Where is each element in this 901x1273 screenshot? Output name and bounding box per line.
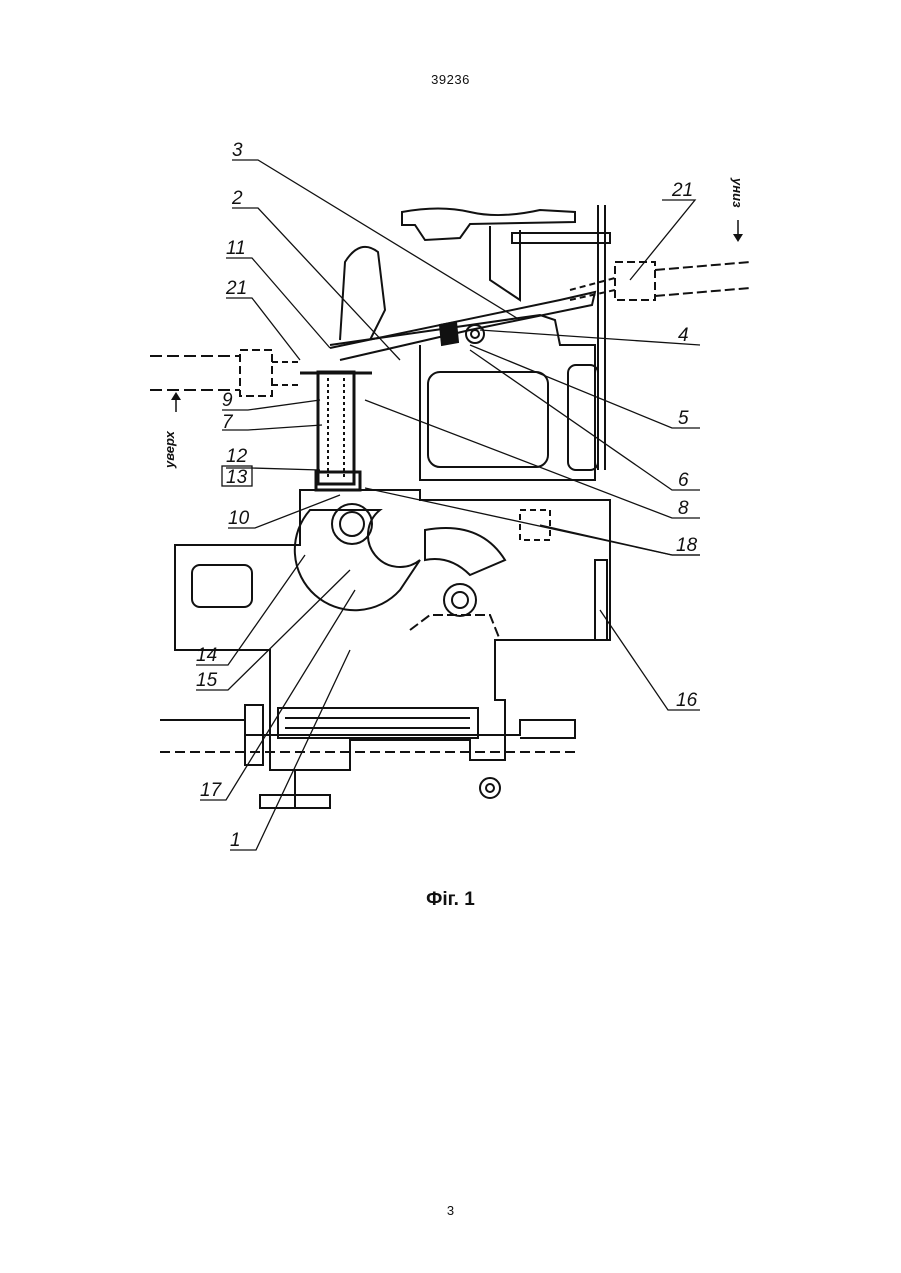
lower-pivot [444,584,476,616]
callout-12: 12 [226,446,248,467]
callout-10: 10 [228,508,250,529]
slider-bar [512,233,610,243]
window-opening [428,372,548,467]
callout-14: 14 [196,645,217,666]
cable-connector-left [240,350,272,396]
direction-down-label: униз [730,177,745,208]
callout-21-left: 21 [225,278,247,299]
figure-caption: Фіг. 1 [0,889,901,911]
callout-13: 13 [226,467,248,488]
cam-segment [295,510,420,610]
direction-up-label: уверх [162,430,177,469]
callout-18: 18 [676,535,698,556]
screw-column [318,372,354,484]
callout-1: 1 [230,830,241,851]
callout-4: 4 [678,325,689,346]
rod-pivot [480,778,500,798]
document-number: 39236 [0,72,901,87]
mechanism-drawing: 3 2 11 21 9 7 12 13 10 14 15 17 1 21 4 5… [136,130,766,865]
callout-21-right: 21 [671,180,693,201]
page-number: 3 [0,1203,901,1218]
callout-9: 9 [222,390,233,411]
callout-2: 2 [231,188,243,209]
callout-5: 5 [678,408,689,429]
callout-6: 6 [678,470,689,491]
cable-connector-right [615,262,655,300]
callout-8: 8 [678,498,689,519]
callout-11: 11 [226,238,246,259]
callout-16: 16 [676,690,698,711]
callout-3: 3 [232,140,243,161]
callout-7: 7 [222,412,234,433]
top-bracket [402,209,575,241]
lever-handle [340,247,385,340]
callout-15: 15 [196,670,218,691]
callout-17: 17 [200,780,223,801]
pivot-4 [466,325,484,343]
direction-down-marker: униз [730,177,745,242]
direction-up-marker: уверх [162,392,181,469]
